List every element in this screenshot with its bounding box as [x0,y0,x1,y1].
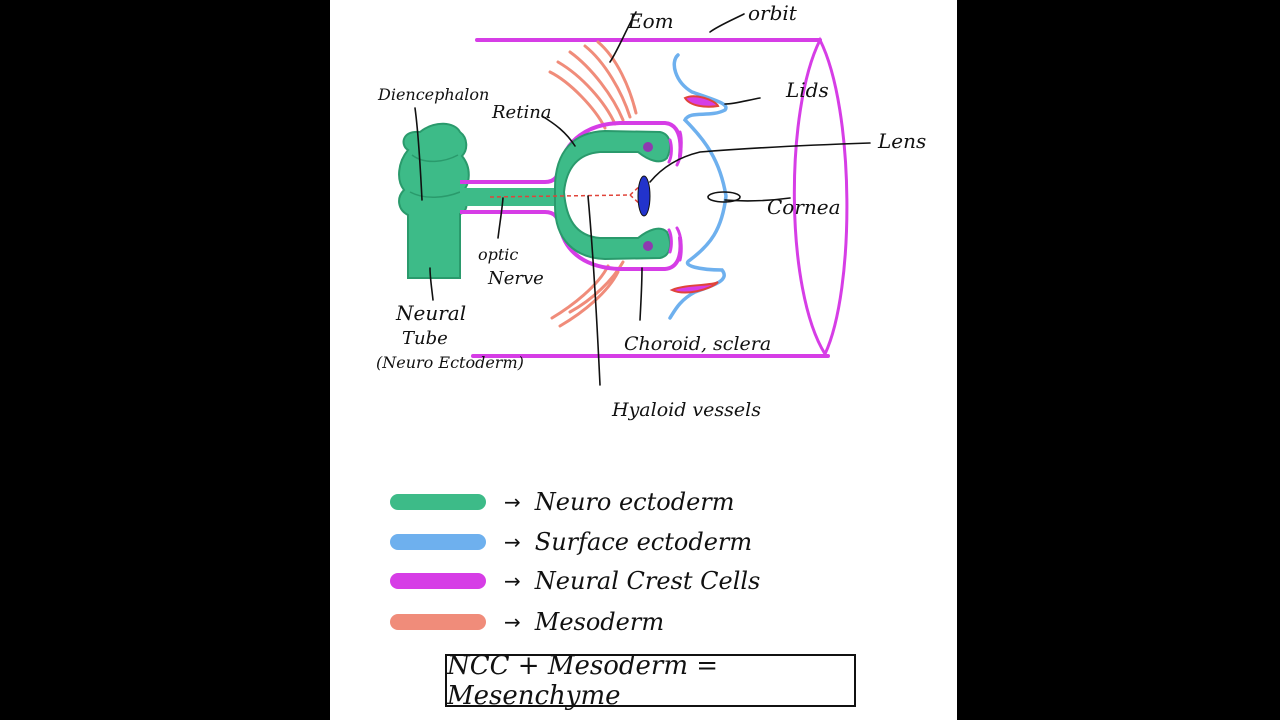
surface-ectoderm [668,53,728,320]
mesenchyme-equation-box: NCC + Mesoderm = Mesenchyme [445,651,856,711]
eye-development-diagram: Eom orbit Diencephalon Retina Lids Lens … [376,1,926,421]
legend-swatch [390,614,486,630]
label-choroid-sclera: Choroid, sclera [624,333,771,355]
hyaloid-vessels [489,183,643,207]
label-retina: Retina [491,102,552,123]
lids [669,95,720,294]
label-neural-line2: Tube [402,328,448,349]
neural-tube [398,122,470,279]
orbit-opening-ellipse [792,36,849,358]
legend-label: Surface ectoderm [534,528,753,556]
optic-stalk [460,167,562,227]
label-optic-line1: optic [478,245,518,264]
label-eom: Eom [627,9,674,33]
label-neural-line3: (Neuro Ectoderm) [376,353,524,372]
ciliary-dot-bottom [643,241,653,251]
orbit [471,36,849,358]
arrow-icon: → [504,490,521,514]
retina-optic-cup [554,129,672,261]
legend-label: Neural Crest Cells [534,567,761,595]
label-optic-line2: Nerve [487,268,544,289]
neural-tube-body [398,122,470,279]
label-hyaloid-vessels: Hyaloid vessels [611,399,761,421]
legend-item-neuroectoderm: → Neuro ectoderm [390,488,735,516]
legend-item-surface-ectoderm: → Surface ectoderm [390,528,752,556]
label-neural-line1: Neural [395,301,466,325]
label-orbit: orbit [748,1,798,25]
legend-label: Mesoderm [534,608,665,636]
arrow-icon: → [504,610,521,634]
legend-item-mesoderm: → Mesoderm [390,608,664,636]
legend-swatch [390,534,486,550]
leader-lines [414,11,871,386]
label-cornea: Cornea [767,195,841,219]
arrow-icon: → [504,530,521,554]
legend-swatch [390,494,486,510]
lens [637,175,651,217]
legend-swatch [390,573,486,589]
whiteboard-canvas: Eom orbit Diencephalon Retina Lids Lens … [330,0,957,720]
ciliary-dot-top [643,142,653,152]
equation-text: NCC + Mesoderm = Mesenchyme [447,650,719,711]
legend-label: Neuro ectoderm [534,488,735,516]
label-diencephalon: Diencephalon [377,85,489,104]
anterior-neural-crest [667,130,683,262]
legend-item-neural-crest: → Neural Crest Cells [390,567,760,595]
label-lids: Lids [785,78,829,102]
label-lens: Lens [877,129,926,153]
eom-muscles [548,40,638,328]
arrow-icon: → [504,569,521,593]
